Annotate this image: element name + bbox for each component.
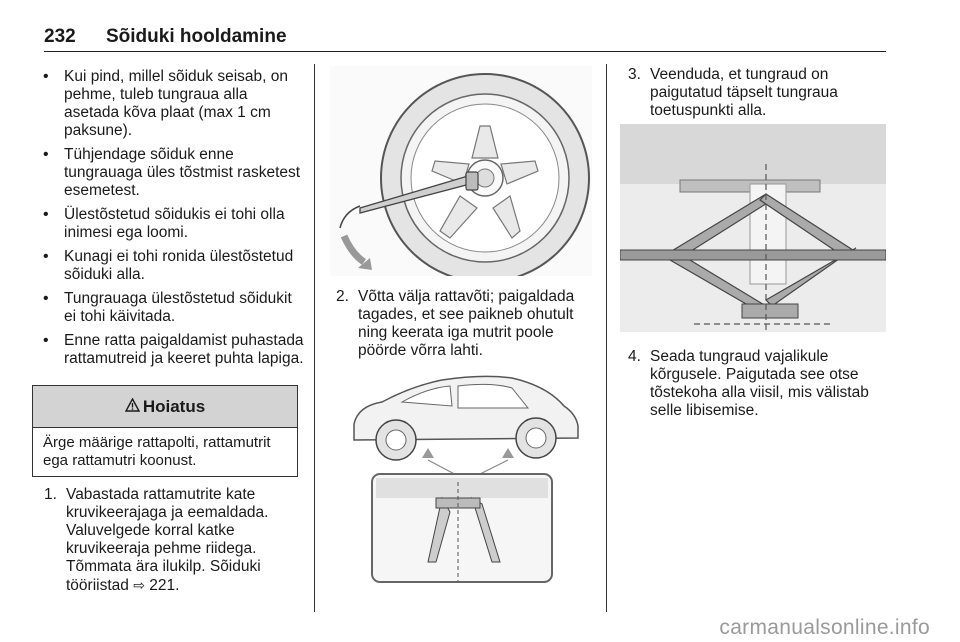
step-3: 3. Veenduda, et tungraud on paigutatud t… xyxy=(628,66,890,120)
warning-text: Ärge määrige rattapolti, rattamutrit ega… xyxy=(43,434,271,469)
list-item: Ülestõstetud sõidukis ei tohi olla inime… xyxy=(40,206,304,242)
car-jacking-points-illustration xyxy=(332,362,594,588)
list-item: Enne ratta paigaldamist puhastada rattam… xyxy=(40,332,304,368)
page-number: 232 xyxy=(44,26,76,47)
precautions-list: Kui pind, millel sõiduk seisab, on pehme… xyxy=(40,68,304,368)
page-header: 232 Sõiduki hooldamine xyxy=(44,26,886,52)
reference-arrow-icon: ⇨ xyxy=(133,577,145,593)
wheel-wrench-illustration xyxy=(330,66,592,276)
list-item: Tungrauaga ülestõstetud sõidukit ei tohi… xyxy=(40,290,304,326)
step-number: 4. xyxy=(628,348,641,365)
step-number: 3. xyxy=(628,66,641,83)
list-item: Kui pind, millel sõiduk seisab, on pehme… xyxy=(40,68,304,140)
page-title: Sõiduki hooldamine xyxy=(106,26,287,47)
step-4: 4. Seada tungraud vajalikule kõrgusele. … xyxy=(628,348,890,420)
step-text: Seada tungraud vajalikule kõrgusele. Pai… xyxy=(650,348,869,419)
warning-header: Hoiatus xyxy=(33,386,297,428)
watermark: carmanualsonline.info xyxy=(719,616,930,639)
warning-title: Hoiatus xyxy=(142,396,206,416)
step-2: 2. Võtta välja rattavõti; paigaldada tag… xyxy=(336,288,598,360)
step-1: 1. Vabastada rattamutrite kate kruvikeer… xyxy=(44,486,306,595)
reference-page-link[interactable]: 221. xyxy=(149,577,180,594)
column-divider xyxy=(314,64,315,612)
step-number: 2. xyxy=(336,288,349,305)
list-item: Tühjendage sõiduk enne tungrauaga üles t… xyxy=(40,146,304,200)
step-text: Veenduda, et tungraud on paigutatud täps… xyxy=(650,66,838,119)
scissor-jack-illustration xyxy=(620,124,886,332)
precautions-column: Kui pind, millel sõiduk seisab, on pehme… xyxy=(40,68,304,374)
step-text: Võtta välja rattavõti; paigaldada tagade… xyxy=(358,288,575,359)
column-divider xyxy=(606,64,607,612)
warning-box: Hoiatus Ärge määrige rattapolti, rattamu… xyxy=(32,385,298,477)
step-number: 1. xyxy=(44,486,57,503)
step-text: Vabastada rattamutrite kate kruvikeeraja… xyxy=(66,486,269,594)
list-item: Kunagi ei tohi ronida ülestõstetud sõidu… xyxy=(40,248,304,284)
warning-triangle-icon xyxy=(124,397,141,417)
